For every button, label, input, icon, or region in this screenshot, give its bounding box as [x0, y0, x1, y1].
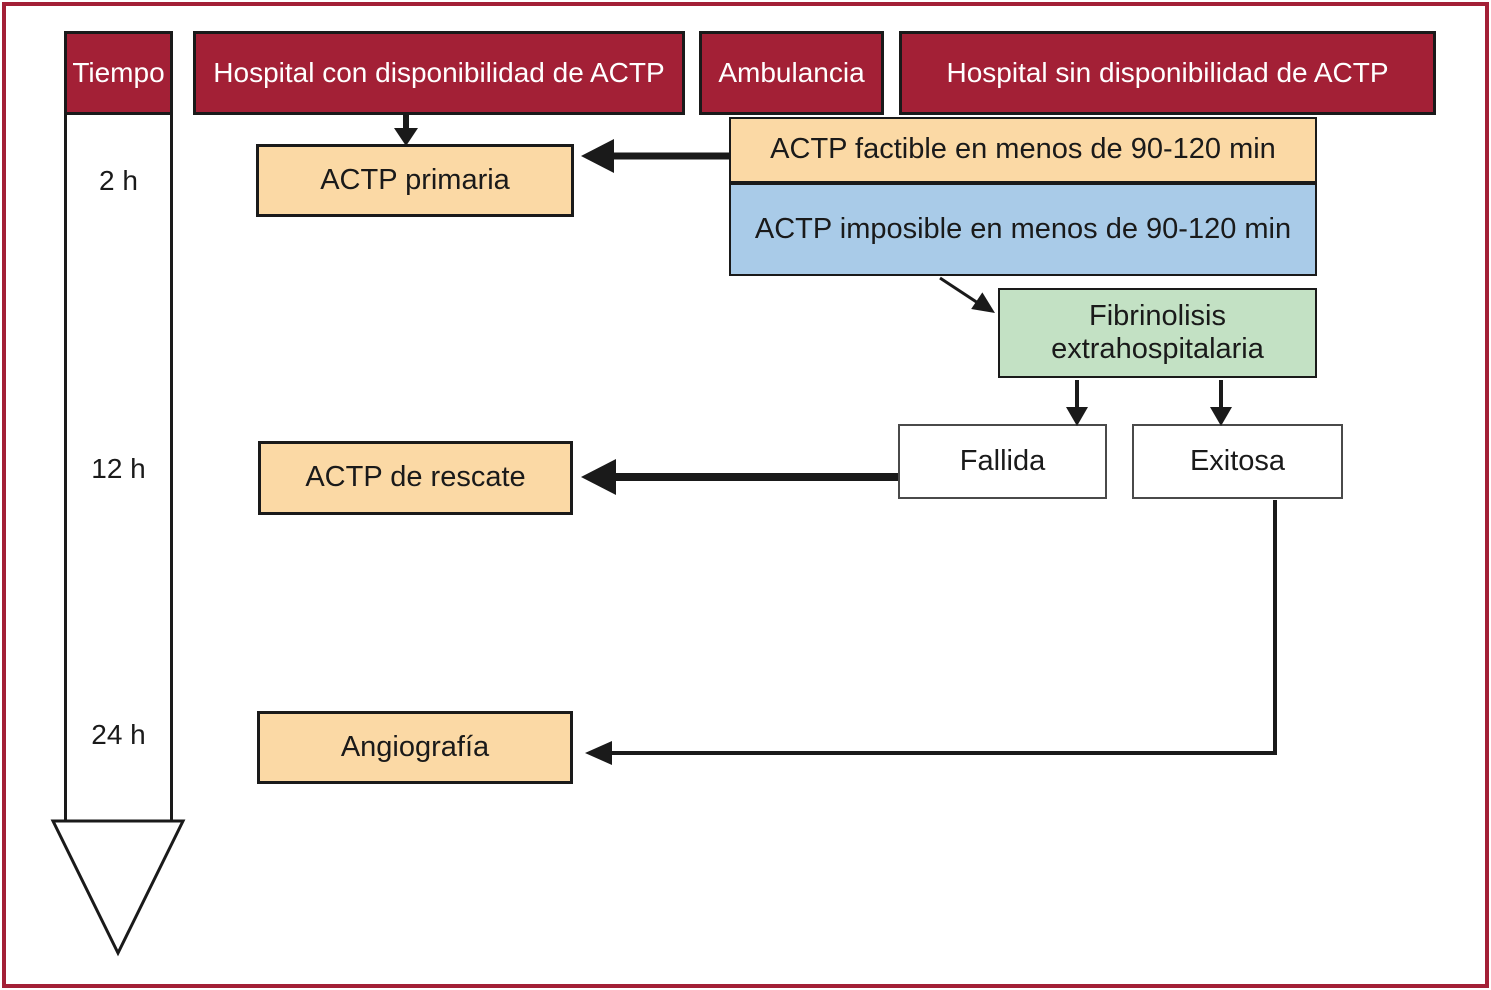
header-hospital-con-actp: Hospital con disponibilidad de ACTP — [193, 31, 685, 115]
node-actp-primaria: ACTP primaria — [256, 144, 574, 217]
arrow-fibrinolisis-to-exitosa-icon — [1210, 380, 1232, 426]
node-fibrinolisis-extrahospitalaria: Fibrinolisis extrahospitalaria — [998, 288, 1317, 378]
arrow-imposible-to-fibrinolisis-icon — [939, 276, 995, 313]
arrow-exitosa-to-angiografia-icon — [585, 500, 1277, 765]
time-axis-column — [64, 113, 173, 821]
time-label-12h: 12 h — [91, 453, 146, 484]
arrow-fallida-to-rescate-icon — [581, 459, 898, 495]
header-tiempo: Tiempo — [64, 31, 173, 115]
time-label-24h: 24 h — [91, 719, 146, 750]
arrow-fibrinolisis-to-fallida-icon — [1066, 380, 1088, 426]
node-fallida: Fallida — [898, 424, 1107, 499]
time-axis-arrowhead-icon — [50, 819, 186, 957]
arrow-header-to-primaria-icon — [394, 115, 418, 146]
node-actp-imposible: ACTP imposible en menos de 90-120 min — [729, 183, 1317, 276]
node-actp-de-rescate: ACTP de rescate — [258, 441, 573, 515]
header-ambulancia: Ambulancia — [699, 31, 884, 115]
node-actp-factible: ACTP factible en menos de 90-120 min — [729, 117, 1317, 183]
header-hospital-sin-actp: Hospital sin disponibilidad de ACTP — [899, 31, 1436, 115]
node-angiografia: Angiografía — [257, 711, 573, 784]
time-label-2h: 2 h — [99, 165, 138, 196]
node-exitosa: Exitosa — [1132, 424, 1343, 499]
arrow-factible-to-primaria-icon — [581, 139, 729, 173]
